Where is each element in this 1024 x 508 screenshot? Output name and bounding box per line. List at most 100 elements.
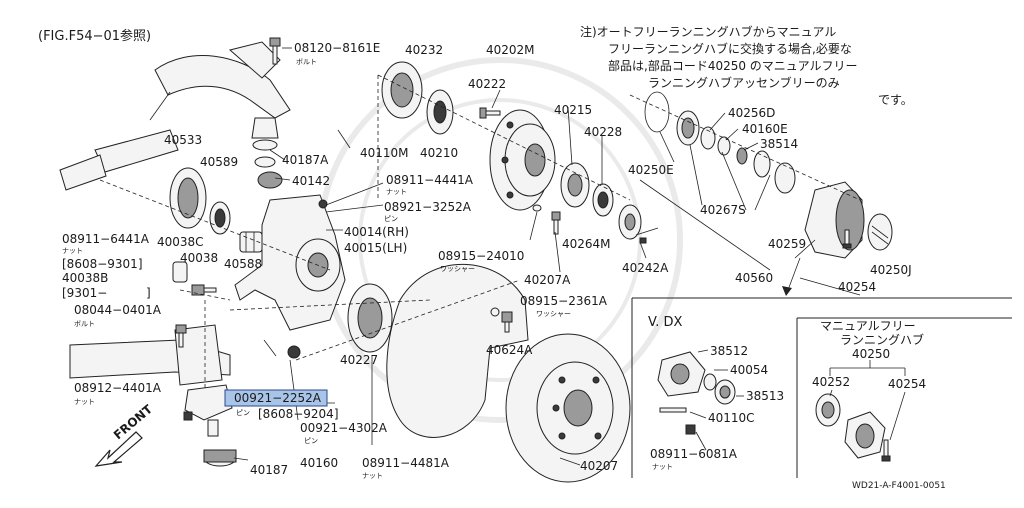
bolt-40207a bbox=[551, 211, 561, 235]
label-08044: 08044−0401A bbox=[74, 303, 162, 317]
washer-08915-24010 bbox=[532, 204, 542, 212]
label-40250e: 40250E bbox=[628, 163, 674, 177]
lower-arm bbox=[69, 324, 231, 386]
label-40038c: 40038C bbox=[157, 235, 204, 249]
bearing-40215 bbox=[560, 162, 590, 208]
label-00921-4302a: 00921−4302A bbox=[300, 421, 388, 435]
label-08120: 08120−8161E bbox=[294, 41, 380, 55]
note-line-4: ランニングハブアッセンブリーのみ bbox=[648, 75, 840, 90]
bolt-08120 bbox=[269, 37, 281, 65]
front-arrow: FRONT bbox=[94, 402, 156, 467]
label-40267s: 40267S bbox=[700, 203, 746, 217]
disc-rotor-40207 bbox=[505, 333, 631, 483]
label-bolt-2: ボルト bbox=[74, 320, 95, 328]
label-40259: 40259 bbox=[768, 237, 806, 251]
label-range-8608-9301: [8608−9301] bbox=[62, 257, 143, 271]
label-bolt-1: ボルト bbox=[296, 58, 317, 66]
label-40038: 40038 bbox=[180, 251, 218, 265]
lock-plate-40264m bbox=[618, 204, 642, 240]
note-line-3: 部品は,部品コード40250 のマニュアルフリー bbox=[608, 58, 857, 73]
label-pin-2: ピン bbox=[236, 409, 250, 417]
label-nut-3: ナット bbox=[74, 398, 95, 406]
label-40160: 40160 bbox=[300, 456, 338, 470]
label-40242a: 40242A bbox=[622, 261, 669, 275]
label-washer-1: ワッシャー bbox=[440, 265, 475, 273]
label-40207a: 40207A bbox=[524, 273, 571, 287]
inset-arrow bbox=[782, 257, 801, 296]
highlight-selected-part[interactable] bbox=[224, 389, 328, 407]
label-40264m: 40264M bbox=[562, 237, 611, 251]
label-40110m: 40110M bbox=[360, 146, 409, 160]
label-08911-4441a: 08911−4441A bbox=[386, 173, 474, 187]
leader-lines bbox=[99, 47, 861, 466]
drawing-number: WD21-A-F4001-0051 bbox=[852, 481, 946, 491]
bearing-40232 bbox=[381, 61, 423, 119]
label-40560: 40560 bbox=[735, 271, 773, 285]
inset-vdx-frame bbox=[631, 297, 1012, 478]
backing-plate bbox=[386, 263, 529, 438]
bolt-40242a bbox=[639, 237, 647, 244]
label-40589: 40589 bbox=[200, 155, 238, 169]
steering-knuckle bbox=[234, 194, 346, 331]
label-40210: 40210 bbox=[420, 146, 458, 160]
inset-vdx-38512: 38512 bbox=[710, 344, 748, 358]
label-40250j: 40250J bbox=[870, 263, 912, 277]
label-08915-24010: 08915−24010 bbox=[438, 249, 524, 263]
figure-reference: (FIG.F54−01参照) bbox=[38, 28, 151, 44]
label-range-9301: [9301− bbox=[62, 286, 107, 300]
note-line-1: 注)オートフリーランニングハブからマニュアル bbox=[580, 24, 836, 39]
seal-40227 bbox=[347, 283, 393, 353]
label-38514: 38514 bbox=[760, 137, 798, 151]
label-washer-2: ワッシャー bbox=[536, 310, 571, 318]
label-08921-3252a: 08921−3252A bbox=[384, 200, 472, 214]
note-line-2: フリーランニングハブに交換する場合,必要な bbox=[608, 41, 852, 56]
label-40222: 40222 bbox=[468, 77, 506, 91]
free-hub-40259 bbox=[804, 181, 865, 259]
washer-40228 bbox=[592, 183, 614, 217]
label-40207: 40207 bbox=[580, 459, 618, 473]
label-00921-2252a[interactable]: 00921−2252A bbox=[234, 391, 322, 405]
label-40202m: 40202M bbox=[486, 43, 535, 57]
inset-manual-40252: 40252 bbox=[812, 375, 850, 389]
label-40015: 40015(LH) bbox=[344, 241, 407, 255]
inset-manual-code: 40250 bbox=[852, 347, 890, 361]
bushing-40038c bbox=[172, 261, 188, 283]
label-bracket-close: ] bbox=[146, 286, 151, 300]
washer-08915-2361a bbox=[490, 307, 500, 317]
label-pin-1: ピン bbox=[384, 215, 398, 223]
label-40256d: 40256D bbox=[728, 106, 775, 120]
inset-vdx-40054: 40054 bbox=[730, 363, 768, 377]
upper-control-arm bbox=[149, 41, 291, 121]
inset-vdx-38513: 38513 bbox=[746, 389, 784, 403]
note-block: 注)オートフリーランニングハブからマニュアル フリーランニングハブに交換する場合… bbox=[580, 24, 913, 107]
inset-manual-title-2: ランニングハブ bbox=[840, 332, 924, 347]
bolt-40624a bbox=[501, 311, 513, 333]
inset-vdx-title: V. DX bbox=[648, 315, 682, 330]
cotter-pins bbox=[263, 339, 301, 359]
label-40038b: 40038B bbox=[62, 271, 108, 285]
bolt-40038 bbox=[191, 284, 217, 296]
label-40014: 40014(RH) bbox=[344, 225, 409, 239]
label-40142: 40142 bbox=[292, 174, 330, 188]
bearing-40210 bbox=[426, 89, 454, 135]
bearing-40589 bbox=[209, 201, 231, 235]
label-40227: 40227 bbox=[340, 353, 378, 367]
label-pin-3: ピン bbox=[304, 437, 318, 445]
label-40624a: 40624A bbox=[486, 343, 533, 357]
bolt-40254 bbox=[842, 229, 852, 249]
label-nut-4: ナット bbox=[362, 472, 383, 480]
nut-08912 bbox=[183, 411, 193, 421]
ball-joint-upper bbox=[251, 117, 283, 189]
label-nut-2: ナット bbox=[62, 247, 83, 255]
snap-ring-40250e bbox=[644, 91, 670, 133]
label-40228: 40228 bbox=[584, 125, 622, 139]
hub-40202m bbox=[489, 109, 556, 211]
inset-manual-40254: 40254 bbox=[888, 377, 926, 391]
inset-vdx-08911-6081a: 08911−6081A bbox=[650, 447, 738, 461]
label-40160e: 40160E bbox=[742, 122, 788, 136]
ball-joint-lower bbox=[184, 384, 237, 467]
drive-shaft bbox=[59, 129, 179, 191]
inset-manual-labels: マニュアルフリー ランニングハブ 40250 40252 40254 bbox=[812, 319, 926, 391]
label-40254: 40254 bbox=[838, 280, 876, 294]
inset-vdx-parts bbox=[657, 349, 744, 451]
